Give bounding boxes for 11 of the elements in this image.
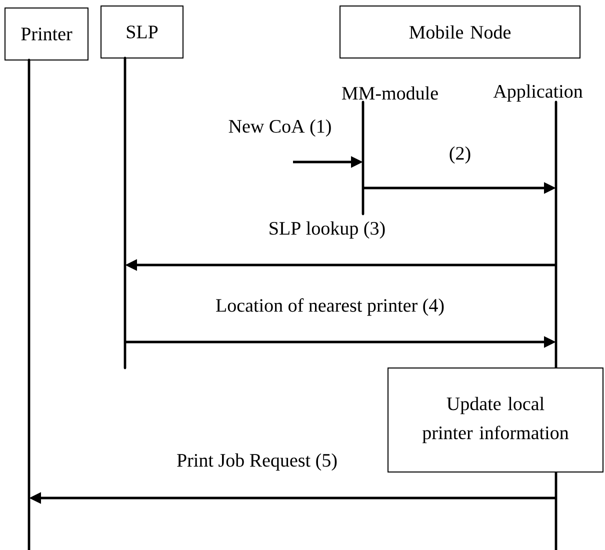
edge-label: New CoA (1) <box>228 119 331 137</box>
edge-label: Print Job Request (5) <box>177 453 337 471</box>
participant-box: Printer <box>4 8 88 60</box>
participant-box: Mobile Node <box>340 6 580 58</box>
participant-box: SLP <box>100 6 184 58</box>
note-box: Update local printer information <box>388 368 604 472</box>
lifeline-label: Application <box>493 84 583 102</box>
edge-label: Location of nearest printer (4) <box>216 298 444 316</box>
edge-label: SLP lookup (3) <box>270 221 385 239</box>
edge-label: (2) <box>450 146 470 164</box>
lifeline-label: MM-module <box>342 86 438 100</box>
